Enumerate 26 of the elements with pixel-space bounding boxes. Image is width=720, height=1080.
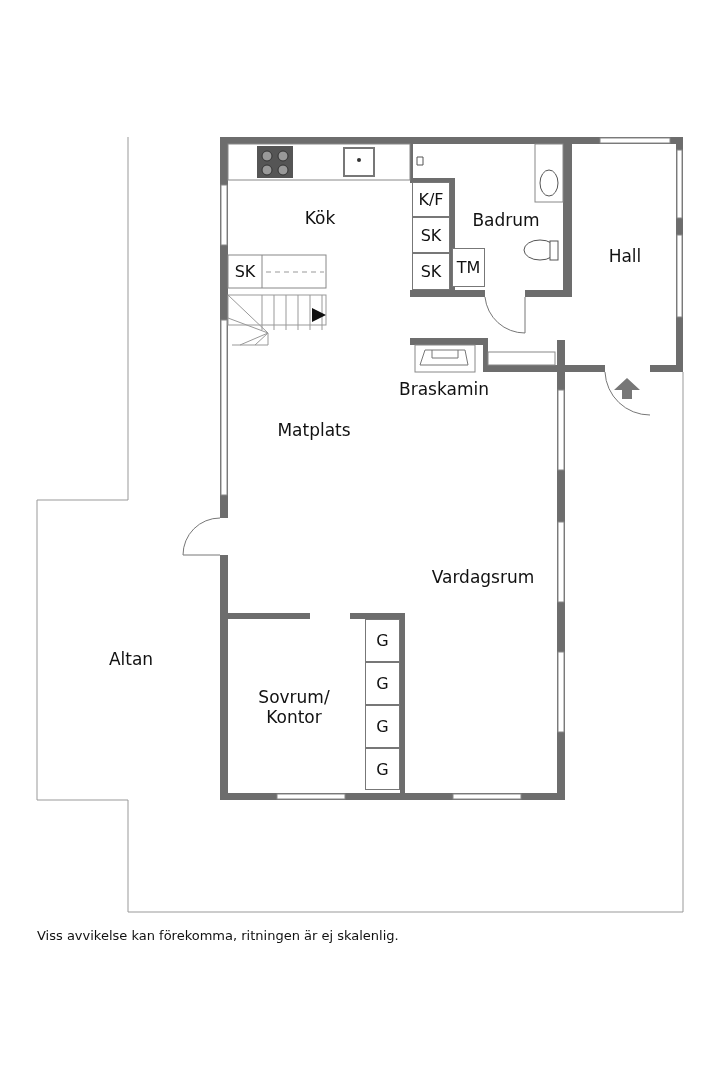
closet [412, 182, 450, 217]
closet [365, 748, 400, 790]
closet [412, 253, 450, 290]
closet [365, 619, 400, 662]
room-label: Vardagsrum [431, 567, 535, 587]
closet-label: K/F [418, 190, 444, 209]
closet-label: G [376, 631, 389, 650]
room-label: Matplats [277, 420, 351, 440]
room-label: Altan [108, 649, 154, 669]
closet-label: SK [234, 262, 256, 281]
closet-label: SK [420, 225, 442, 245]
closet [365, 662, 400, 705]
closet [365, 705, 400, 748]
closet-label: TM [456, 258, 481, 277]
closet-label: SK [420, 262, 442, 281]
closet-label: G [376, 759, 389, 779]
room-label: Badrum [472, 210, 540, 230]
caption: Viss avvikelse kan förekomma, ritningen är ej skalenlig. [37, 928, 399, 943]
closet-label: G [376, 674, 389, 693]
room-label: Sovrum/ Kontor [257, 687, 331, 727]
closet [412, 217, 450, 253]
room-label: Kök [304, 208, 336, 228]
closet [452, 248, 485, 287]
room-label: Braskamin [399, 379, 489, 399]
room-label: Hall [608, 246, 642, 266]
closet-label: G [376, 717, 389, 736]
